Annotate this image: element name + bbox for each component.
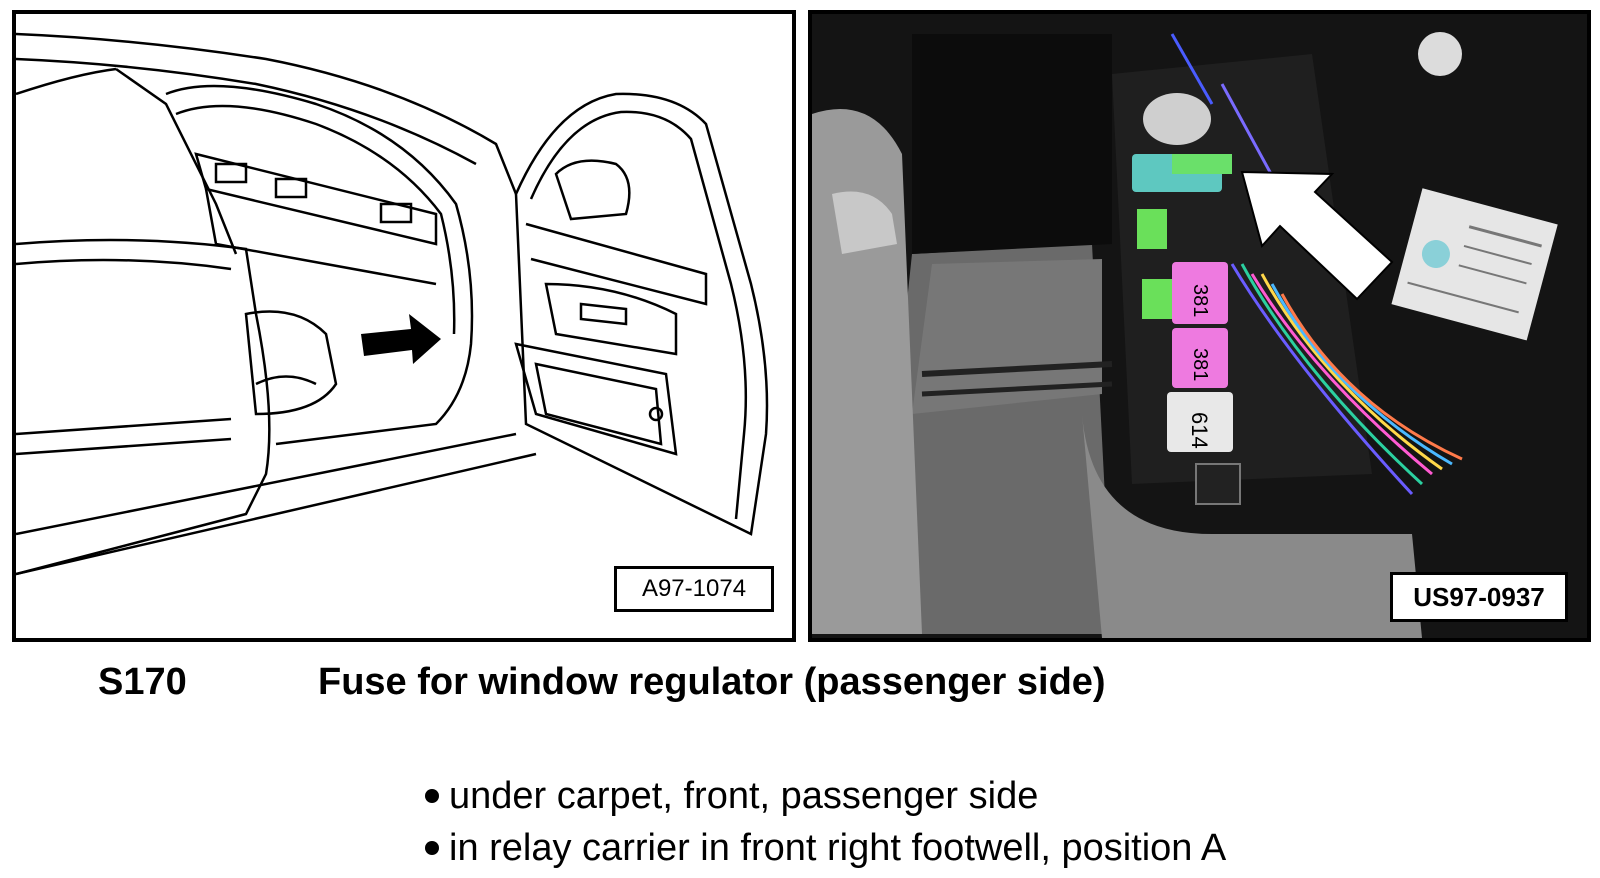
relay-label-2: 381: [1189, 348, 1211, 381]
bullet-icon: [425, 841, 439, 855]
location-arrow-icon: [1240, 170, 1394, 301]
relay-label-3: 614: [1187, 412, 1212, 449]
label-sticker: [1391, 188, 1558, 341]
component-code: S170: [98, 661, 187, 703]
location-arrow-icon: [361, 314, 441, 364]
footwell-photo-rendering: 381 381 614: [812, 14, 1587, 638]
bullet-icon: [425, 789, 439, 803]
location-text: in relay carrier in front right footwell…: [449, 827, 1227, 869]
relay-carrier-photo: 381 381 614 US97-0937: [808, 10, 1591, 642]
figure-reference-label: A97-1074: [614, 566, 774, 612]
list-item: under carpet, front, passenger side: [425, 770, 1226, 822]
component-title: Fuse for window regulator (passenger sid…: [318, 661, 1106, 703]
location-text: under carpet, front, passenger side: [449, 775, 1039, 817]
photo-reference-label: US97-0937: [1390, 572, 1568, 622]
relay-381-top: [1172, 262, 1228, 324]
car-line-drawing: [16, 32, 769, 576]
location-list: under carpet, front, passenger side in r…: [425, 770, 1226, 874]
list-item: in relay carrier in front right footwell…: [425, 822, 1226, 874]
relay-label-1: 381: [1189, 284, 1211, 317]
car-door-illustration: A97-1074: [12, 10, 796, 642]
relay-381-bottom: [1172, 328, 1228, 388]
relay-614: [1167, 392, 1233, 452]
